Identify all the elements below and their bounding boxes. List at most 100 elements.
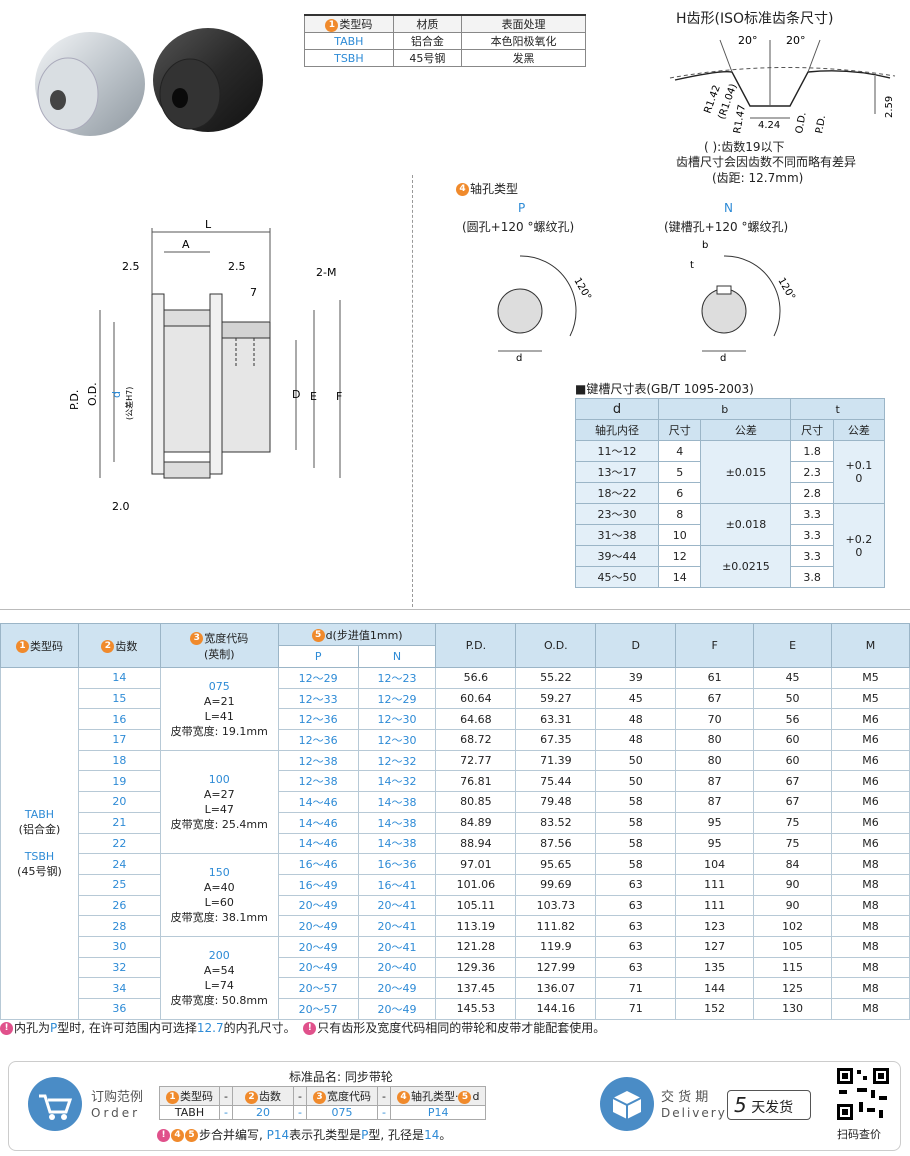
spec-od: 79.48 — [515, 791, 597, 813]
hole-n-desc: (键槽孔+120 °螺纹孔) — [664, 220, 789, 234]
spec-n-range: 20～49 — [357, 998, 437, 1020]
dim-OD: O.D. — [86, 382, 99, 406]
spec-teeth: 16 — [77, 708, 161, 731]
spec-n-range: 12～32 — [357, 749, 437, 772]
spec-E: 84 — [753, 853, 833, 875]
spec-p-range: 20～57 — [277, 977, 359, 999]
spec-od: 59.27 — [515, 687, 597, 710]
spec-teeth: 34 — [77, 977, 161, 999]
spec-F: 80 — [675, 729, 755, 751]
spec-n-range: 12～30 — [357, 708, 437, 731]
spec-M: M8 — [831, 998, 910, 1020]
dim-d-tol: (公差H7) — [124, 387, 134, 420]
spec-D: 63 — [595, 915, 677, 937]
pd-label: P.D. — [814, 114, 828, 134]
spec-pd: 56.6 — [435, 667, 517, 689]
spec-M: M6 — [831, 770, 910, 793]
mat-code: TABH — [304, 32, 394, 50]
spec-F: 104 — [675, 853, 755, 875]
delivery-days-box: 5 天发货 — [727, 1090, 811, 1120]
key-b: 12 — [658, 545, 702, 567]
n-b: b — [702, 240, 708, 251]
spec-F: 95 — [675, 832, 755, 855]
spec-p-range: 12～29 — [277, 667, 359, 689]
key-b-tol: ±0.018 — [700, 503, 792, 546]
spec-F: 135 — [675, 956, 755, 979]
key-t: 2.3 — [790, 461, 834, 483]
spec-M: M6 — [831, 729, 910, 751]
spec-od: 63.31 — [515, 708, 597, 731]
spec-n-range: 20～49 — [357, 977, 437, 999]
spec-D: 45 — [595, 687, 677, 710]
spec-n-range: 12～30 — [357, 729, 437, 751]
spec-od: 75.44 — [515, 770, 597, 793]
key-b: 8 — [658, 503, 702, 525]
spec-M: M8 — [831, 935, 910, 958]
p-d: d — [516, 353, 522, 364]
dim-7: 7 — [250, 286, 257, 299]
spec-p-range: 20～49 — [277, 894, 359, 917]
spec-F: 111 — [675, 873, 755, 896]
order-v1: TABH — [159, 1105, 220, 1120]
tooth-note-3: (齿距: 12.7mm) — [712, 171, 804, 185]
spec-F: 127 — [675, 935, 755, 958]
spec-p-range: 12～38 — [277, 770, 359, 793]
order-std-name: 标准品名: 同步带轮 — [289, 1070, 393, 1084]
key-t: 3.3 — [790, 545, 834, 567]
spec-M: M6 — [831, 708, 910, 731]
spec-teeth: 30 — [77, 935, 161, 958]
spec-M: M5 — [831, 667, 910, 689]
spec-teeth: 24 — [77, 853, 161, 875]
spec-h-D: D — [595, 623, 677, 668]
n-t: t — [690, 260, 694, 271]
spec-od: 95.65 — [515, 853, 597, 875]
spec-M: M8 — [831, 894, 910, 917]
spec-od: 119.9 — [515, 935, 597, 958]
spec-pd: 80.85 — [435, 791, 517, 813]
spec-h-n: N — [357, 645, 437, 668]
mat-header-material: 材质 — [392, 14, 463, 33]
spec-teeth: 21 — [77, 811, 161, 834]
spec-n-range: 20～41 — [357, 935, 437, 958]
angle-left-label: 20° — [738, 34, 758, 47]
dim-PD: P.D. — [68, 390, 81, 410]
order-title-en: Order — [91, 1106, 141, 1120]
spec-D: 58 — [595, 811, 677, 834]
spec-M: M8 — [831, 873, 910, 896]
dim-2-0: 2.0 — [112, 500, 130, 513]
spec-n-range: 20～41 — [357, 894, 437, 917]
spec-od: 67.35 — [515, 729, 597, 751]
spec-D: 63 — [595, 956, 677, 979]
spec-p-range: 16～49 — [277, 873, 359, 896]
spec-p-range: 16～46 — [277, 853, 359, 875]
key-b: 10 — [658, 524, 702, 546]
spec-od: 83.52 — [515, 811, 597, 834]
spec-M: M5 — [831, 687, 910, 710]
spec-teeth: 32 — [77, 956, 161, 979]
spec-M: M8 — [831, 977, 910, 999]
key-table-title: ■键槽尺寸表(GB/T 1095-2003) — [575, 382, 754, 396]
spec-F: 67 — [675, 687, 755, 710]
spec-p-range: 20～57 — [277, 998, 359, 1020]
spec-type-cell: TABH(铝合金)TSBH(45号钢) — [0, 667, 79, 1020]
spec-p-range: 20～49 — [277, 935, 359, 958]
order-v3: 075 — [305, 1105, 378, 1120]
key-b-tol: ±0.015 — [700, 440, 792, 504]
tooth-note-2: 齿槽尺寸会因齿数不同而略有差异 — [676, 155, 857, 169]
key-h-size2: 尺寸 — [790, 419, 834, 441]
hole-n-code: N — [724, 201, 733, 215]
spec-p-range: 12～33 — [277, 687, 359, 710]
key-t: 3.3 — [790, 524, 834, 546]
spec-n-range: 14～38 — [357, 791, 437, 813]
spec-E: 75 — [753, 832, 833, 855]
